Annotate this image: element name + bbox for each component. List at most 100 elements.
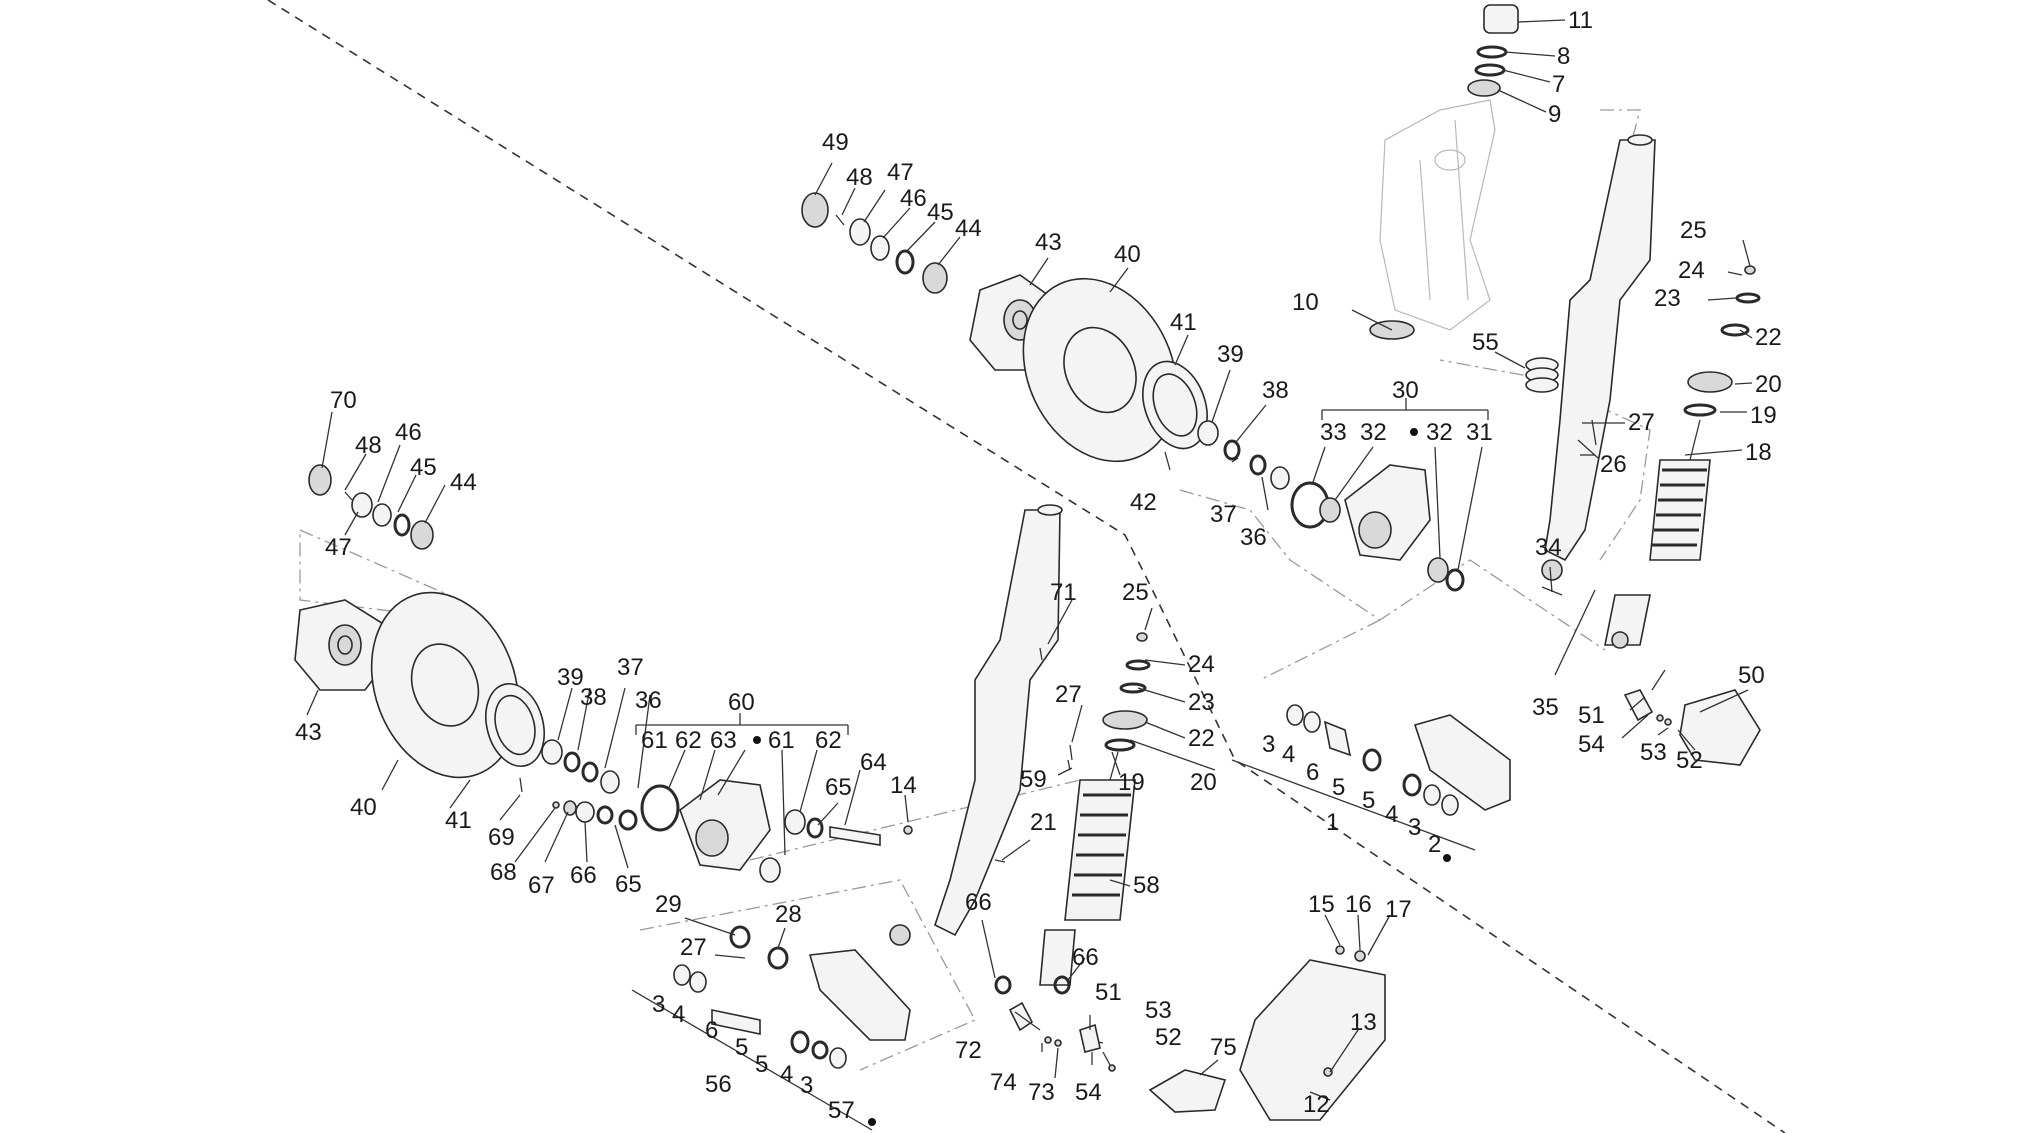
callout-5-lower-b: 5 (755, 1051, 768, 1078)
callout-30: 30 (1392, 377, 1419, 404)
callout-2: 2 (1428, 831, 1441, 858)
upper-cover (1623, 669, 1761, 766)
lower-assembly (294, 464, 1386, 1121)
callout-25-lower: 25 (1122, 579, 1149, 606)
callout-74: 74 (990, 1069, 1017, 1096)
callout-61-b: 61 (768, 727, 795, 754)
lower-fork-leg (889, 504, 1073, 946)
callout-64: 64 (860, 749, 887, 776)
callout-33: 33 (1320, 419, 1347, 446)
upper-bearing-stack (801, 192, 948, 294)
lower-bearing-stack (308, 464, 434, 550)
lower-shock-absorber (994, 632, 1151, 995)
callout-54-upper: 54 (1578, 731, 1605, 758)
callout-36-lower: 36 (635, 687, 662, 714)
callout-12: 12 (1303, 1091, 1330, 1118)
callout-9: 9 (1548, 101, 1561, 128)
upper-fork-leg (1541, 134, 1656, 596)
callout-48-lower: 48 (355, 432, 382, 459)
callout-20-lower: 20 (1190, 769, 1217, 796)
lower-suspension-link (673, 925, 911, 1069)
callout-6-lower: 6 (705, 1017, 718, 1044)
callout-25: 25 (1680, 217, 1707, 244)
callout-43: 43 (1035, 229, 1062, 256)
lower-hub (294, 599, 389, 691)
upper-hub-outline (1179, 489, 1606, 681)
callout-67: 67 (528, 872, 555, 899)
upper-link-group-line (1231, 759, 1476, 851)
callout-28-lower: 28 (775, 901, 802, 928)
assembly-separator-line (267, 0, 1786, 1133)
callout-72: 72 (955, 1037, 982, 1064)
callout-42: 42 (1130, 489, 1157, 516)
upper-shock-absorber (1604, 265, 1761, 649)
callout-38: 38 (1262, 377, 1289, 404)
callout-45-lower: 45 (410, 454, 437, 481)
callout-51-lower: 51 (1095, 979, 1122, 1006)
callout-63: 63 (710, 727, 737, 754)
callout-23: 23 (1654, 285, 1681, 312)
callout-14: 14 (890, 772, 917, 799)
callout-22-lower: 22 (1188, 725, 1215, 752)
callout-3-lower-a: 3 (652, 991, 665, 1018)
callout-68: 68 (490, 859, 517, 886)
callout-24-lower: 24 (1188, 651, 1215, 678)
callout-46-lower: 46 (395, 419, 422, 446)
callout-65-lower-b: 65 (825, 774, 852, 801)
steering-head-parts (1369, 4, 1559, 393)
callout-27-lower-b: 27 (680, 934, 707, 961)
callout-41: 41 (1170, 309, 1197, 336)
callout-57: 57 (828, 1097, 855, 1124)
callout-49: 49 (822, 129, 849, 156)
callout-56: 56 (705, 1071, 732, 1098)
lower-link-group-dot (868, 1118, 876, 1126)
callout-27: 27 (1628, 409, 1655, 436)
callout-19-lower: 19 (1118, 769, 1145, 796)
callout-39: 39 (1217, 341, 1244, 368)
callout-20: 20 (1755, 371, 1782, 398)
callout-29-lower: 29 (655, 891, 682, 918)
callout-34: 34 (1535, 534, 1562, 561)
upper-caliper-group-dot (1410, 428, 1418, 436)
callout-7: 7 (1552, 71, 1565, 98)
callout-3-upper: 3 (1262, 731, 1275, 758)
callout-46: 46 (900, 185, 927, 212)
callout-37-lower: 37 (617, 654, 644, 681)
callout-39-lower: 39 (557, 664, 584, 691)
callout-38-lower: 38 (580, 684, 607, 711)
callout-61-a: 61 (641, 727, 668, 754)
callout-10: 10 (1292, 289, 1319, 316)
callout-13: 13 (1350, 1009, 1377, 1036)
callout-43-lower: 43 (295, 719, 322, 746)
upper-caliper-group-bracket (1321, 398, 1489, 420)
callout-66-lower-a: 66 (570, 862, 597, 889)
callout-15: 15 (1308, 891, 1335, 918)
callout-40-lower: 40 (350, 794, 377, 821)
callout-53-upper: 53 (1640, 739, 1667, 766)
upper-brake-disc (1022, 277, 1178, 463)
callout-21: 21 (1030, 809, 1057, 836)
callout-75: 75 (1210, 1034, 1237, 1061)
upper-suspension-link (1286, 704, 1511, 816)
upper-brake-caliper (1290, 464, 1465, 592)
callout-45: 45 (927, 199, 954, 226)
callout-4-upper-b: 4 (1385, 801, 1398, 828)
callout-17: 17 (1385, 896, 1412, 923)
callout-65-lower-a: 65 (615, 871, 642, 898)
callout-60: 60 (728, 689, 755, 716)
callout-62-b: 62 (815, 727, 842, 754)
leader-lines (306, 19, 1753, 1101)
upper-link-group-dot (1443, 854, 1451, 862)
callout-23-lower: 23 (1188, 689, 1215, 716)
callout-4-lower-a: 4 (672, 1001, 685, 1028)
callout-26: 26 (1600, 451, 1627, 478)
callout-8: 8 (1557, 43, 1570, 70)
callout-5-upper-b: 5 (1362, 787, 1375, 814)
callout-24: 24 (1678, 257, 1705, 284)
callout-16: 16 (1345, 891, 1372, 918)
callout-52-lower: 52 (1155, 1024, 1182, 1051)
callout-41-lower: 41 (445, 807, 472, 834)
callout-47-lower: 47 (325, 534, 352, 561)
callout-27-lower: 27 (1055, 681, 1082, 708)
